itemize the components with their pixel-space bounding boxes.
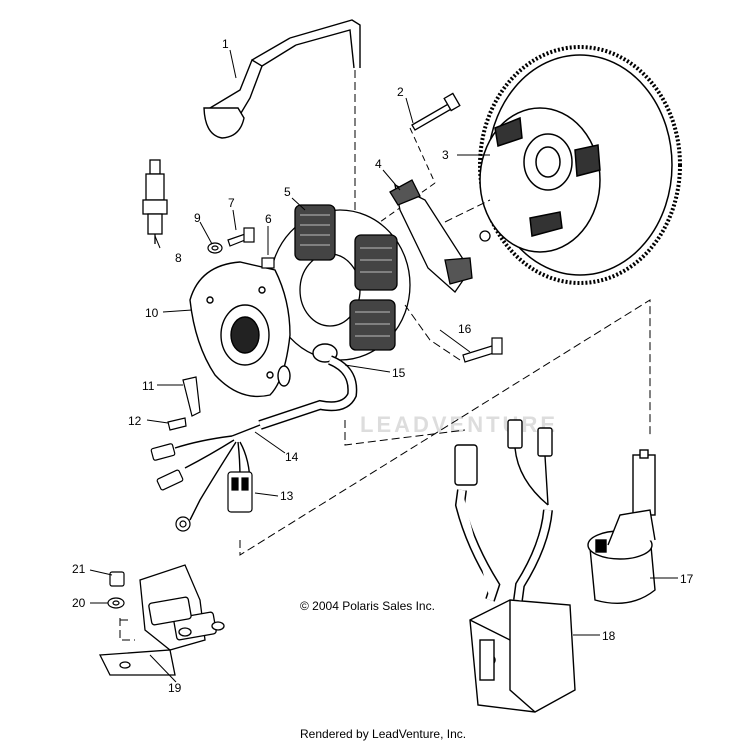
callout-19: 19 <box>168 681 182 695</box>
callout-16: 16 <box>458 322 472 336</box>
stator-plate <box>189 261 291 398</box>
screw-7 <box>227 227 255 247</box>
callout-1: 1 <box>222 37 229 51</box>
callout-20: 20 <box>72 596 86 610</box>
nut-21 <box>109 571 125 587</box>
callout-4: 4 <box>375 157 382 171</box>
callout-12: 12 <box>128 414 142 428</box>
callout-6: 6 <box>265 212 272 226</box>
stator <box>269 204 411 361</box>
callout-11: 11 <box>142 379 155 393</box>
cdi-box <box>454 419 576 713</box>
screw-12 <box>167 417 187 431</box>
callout-18: 18 <box>602 629 616 643</box>
wire-clamp <box>182 376 201 417</box>
grommet-and-harness <box>174 343 358 521</box>
callout-9: 9 <box>194 211 201 225</box>
washer-20 <box>107 597 125 609</box>
spark-plug <box>142 159 168 244</box>
callout-leaders <box>89 49 678 683</box>
spark-plug-cap <box>203 19 361 230</box>
fastener-6 <box>261 257 275 269</box>
bolt-16 <box>462 337 503 363</box>
callout-21: 21 <box>72 562 86 576</box>
callout-8: 8 <box>175 251 182 265</box>
callout-7: 7 <box>228 196 235 210</box>
callout-10: 10 <box>145 306 159 320</box>
callout-14: 14 <box>285 450 299 464</box>
pickup-coil <box>389 179 491 293</box>
flywheel <box>478 45 682 285</box>
assembly-lines <box>119 199 651 641</box>
footer-credit: Rendered by LeadVenture, Inc. <box>300 727 466 741</box>
harness-terminals <box>150 443 253 532</box>
callout-3: 3 <box>442 148 449 162</box>
callout-13: 13 <box>280 489 294 503</box>
callout-5: 5 <box>284 185 291 199</box>
copyright-text: © 2004 Polaris Sales Inc. <box>300 599 435 613</box>
ignition-coil <box>587 449 656 605</box>
watermark-text: LEADVENTURE <box>360 412 558 437</box>
callout-labels: 1 2 3 4 5 6 7 8 9 10 11 12 13 14 15 16 1… <box>72 37 694 695</box>
callout-17: 17 <box>680 572 694 586</box>
regulator-assembly <box>98 564 225 676</box>
callout-15: 15 <box>392 366 406 380</box>
washer-9 <box>207 242 223 254</box>
callout-2: 2 <box>397 85 404 99</box>
